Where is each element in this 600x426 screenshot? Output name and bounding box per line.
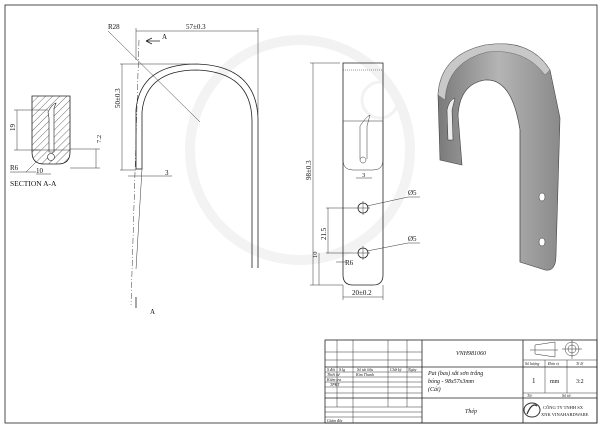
header-document: Số tài liệu: [357, 367, 373, 372]
material: Thép: [465, 409, 477, 415]
side-dim-width: 57±0.3: [186, 23, 206, 31]
watermark-logo: [185, 35, 415, 265]
section-dim-height: 19: [9, 124, 17, 132]
quantity-label: Số lượng: [525, 361, 539, 366]
company-line1: CÔNG TY TNHH SX: [543, 405, 584, 410]
part-name-line3: (Cái): [428, 386, 441, 393]
scale-value: 3:2: [576, 379, 584, 385]
front-dim-width: 20±0.2: [352, 289, 372, 297]
section-view: 19 7.2 R6 10 SECTION A-A: [9, 95, 103, 188]
front-dim-slot: 3: [362, 172, 365, 179]
role-tpkt: TPKT: [330, 382, 340, 387]
front-dim-corner-radius: R6: [345, 259, 354, 267]
side-dim-radius: R28: [108, 23, 120, 31]
drawing-number: VNH981060: [456, 351, 486, 357]
section-dim-radius: R6: [10, 164, 19, 172]
part-name-line2: bóng - 98x57x3mm: [428, 379, 475, 385]
section-dim-offset: 7.2: [96, 135, 103, 143]
front-dim-hole-spacing: 21.5: [320, 227, 328, 240]
header-date: Ngày: [407, 367, 417, 372]
role-director: Giám đốc: [327, 418, 343, 423]
section-mark-top: A: [162, 33, 167, 41]
unit-label: Đơn vị: [547, 361, 559, 366]
section-title: SECTION A-A: [10, 179, 57, 188]
header-change: S.đổi: [327, 367, 335, 372]
scale-label: Tỉ lệ: [576, 361, 583, 366]
sheet-label: Tờ:: [527, 393, 533, 398]
drawing-frame: [4, 4, 598, 424]
isometric-3d-view: [437, 43, 561, 271]
header-signature: Chữ ký: [390, 367, 402, 372]
side-dim-height: 50±0.3: [114, 88, 122, 108]
side-view: R28 57±0.3 50±0.3 3 A A: [107, 23, 259, 316]
section-dim-width: 10: [36, 167, 44, 175]
front-view: 3 Ø5 Ø5 98±0.3 21.5 10 R6 20±0.2: [305, 62, 420, 300]
projection-symbol-icon: [530, 340, 582, 359]
front-dim-hole1: Ø5: [408, 189, 417, 197]
sheets-label: Số tờ:: [562, 393, 572, 398]
front-dim-hole2: Ø5: [408, 235, 417, 243]
side-dim-thickness: 3: [165, 169, 169, 177]
role-designer: Thiết kế: [327, 372, 341, 377]
company-logo-icon: [523, 402, 541, 418]
front-dim-length: 98±0.3: [305, 160, 313, 180]
company-line2: XNK VINAHARDWARE: [541, 412, 589, 417]
section-mark-bottom: A: [150, 308, 155, 316]
designer-name: Kim Thanh: [355, 372, 374, 377]
role-checker: Kiểm tra: [326, 377, 341, 382]
header-qty: S.lg: [339, 367, 345, 372]
quantity-value: 1: [532, 377, 536, 385]
title-block: S.đổi S.lg Số tài liệu Chữ ký Ngày Thiết…: [324, 339, 598, 424]
part-name-line1: Pat (bas) sắt sơn trắng: [427, 370, 483, 377]
front-dim-edge-offset: 10: [312, 252, 319, 259]
unit-value: mm: [550, 379, 560, 385]
